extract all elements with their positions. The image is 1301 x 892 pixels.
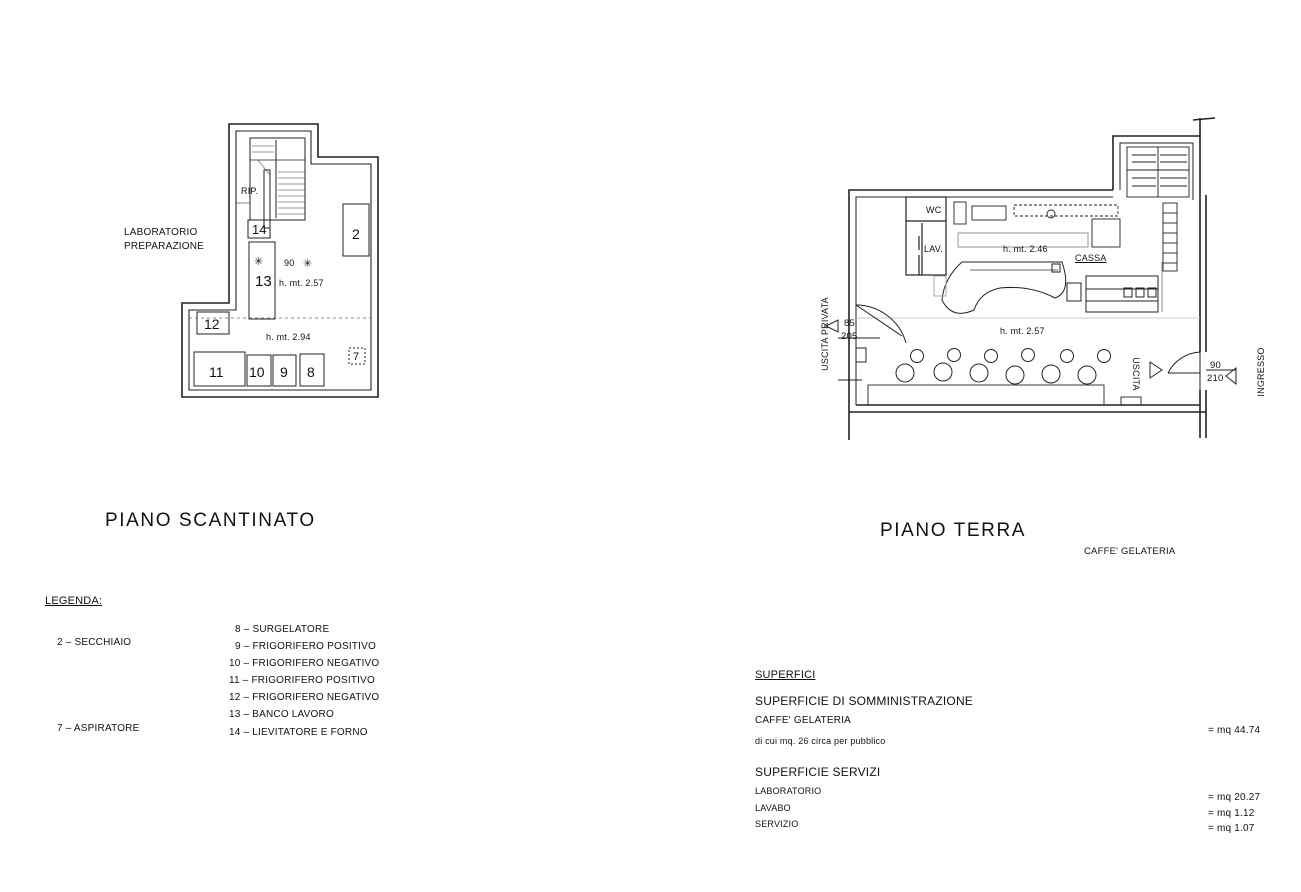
ground-subtitle: CAFFE' GELATERIA [1084,546,1176,557]
table [1041,364,1061,384]
table [1021,348,1035,362]
basement-room-label-1: LABORATORIO [124,227,198,238]
wc-block [905,196,947,276]
basement-outer-wall [181,123,379,398]
ground-height-back: h. mt. 2.46 [1003,244,1048,254]
service-name: LABORATORIO [755,786,822,796]
item-10-label: 10 [249,364,265,380]
ground-title: PIANO TERRA [880,520,1027,541]
legend-item: 14 – LIEVITATORE E FORNO [229,727,368,738]
service-value: = mq 20.27 [1208,792,1261,803]
legend-heading: LEGENDA: [45,595,103,607]
lav-label: LAV. [924,244,943,254]
legend-item: 10 – FRIGORIFERO NEGATIVO [229,658,380,669]
basement-floor-plan: ✳ ✳ 2 14 13 12 11 10 9 8 7 [181,123,379,398]
item-8-blast-freezer [299,353,325,387]
entrance-label: INGRESSO [1256,347,1266,397]
table [1005,365,1025,385]
item-10-freezer [246,354,272,387]
private-exit-label: USCITA PRIVATA [820,297,830,371]
legend-item: 7 – ASPIRATORE [57,723,140,734]
item-9-fridge [272,354,297,387]
cassa-label: CASSA [1075,253,1107,263]
basement-title: PIANO SCANTINATO [105,510,316,531]
private-door-height: 205 [841,331,858,342]
basement-rip-label: RIP. [241,186,259,196]
svg-text:✳: ✳ [303,258,312,270]
table [969,363,989,383]
table [1077,365,1097,385]
service-area-title: SUPERFICIE DI SOMMINISTRAZIONE [755,694,974,708]
wc-label: WC [926,205,942,215]
item-13-workbench [248,241,276,320]
ground-outer-wall [848,189,1113,440]
legend-item: 8 – SURGELATORE [235,624,330,635]
table [910,349,924,363]
service-area-value: = mq 44.74 [1208,725,1261,736]
table [933,362,953,382]
basement-height-upper: h. mt. 2.57 [279,278,324,288]
item-11-fridge [193,351,246,387]
exit-label: USCITA [1131,357,1141,391]
private-door-width: 85 [844,318,855,329]
ground-height-front: h. mt. 2.57 [1000,326,1045,336]
item-7-label: 7 [353,351,359,363]
ground-floor-plan [824,117,1237,440]
table [984,349,998,363]
item-12-freezer [196,311,230,335]
service-area-name: CAFFE' GELATERIA [755,715,852,726]
item-14-oven [247,219,271,239]
bar-counter [941,261,1067,314]
entrance-door-height: 210 [1207,373,1224,384]
item-7-extractor [348,347,366,365]
legend-item: 11 – FRIGORIFERO POSITIVO [229,675,375,686]
basement-height-lower: h. mt. 2.94 [266,332,311,342]
item-2-sink [342,203,370,257]
table [895,363,915,383]
service-area-note: di cui mq. 26 circa per pubblico [755,736,886,746]
service-value: = mq 1.12 [1208,808,1255,819]
legend-item: 2 – SECCHIAIO [57,637,132,648]
legend-item: 13 – BANCO LAVORO [229,709,334,720]
areas-heading: SUPERFICI [755,669,816,681]
basement-inner-wall [188,130,372,391]
entrance-door-width: 90 [1210,360,1221,371]
service-value: = mq 1.07 [1208,823,1255,834]
item-12-label: 12 [204,316,220,332]
legend-item: 12 – FRIGORIFERO NEGATIVO [229,692,380,703]
item-8-label: 8 [307,364,315,380]
ground-stair-tower [1112,135,1201,200]
legend-item: 9 – FRIGORIFERO POSITIVO [235,641,376,652]
services-title: SUPERFICIE SERVIZI [755,765,881,779]
table [947,348,961,362]
item-9-label: 9 [280,364,288,380]
item-2-label: 2 [352,226,360,242]
service-name: SERVIZIO [755,819,799,829]
svg-text:✳: ✳ [254,256,263,268]
item-13-label: 13 [255,273,272,290]
table [1060,349,1074,363]
basement-stair [249,137,306,221]
basement-room-label-2: PREPARAZIONE [124,241,205,252]
service-name: LAVABO [755,803,791,813]
table [1097,349,1111,363]
item-14-label: 14 [252,222,266,237]
basement-door-90: 90 [284,258,295,268]
item-11-label: 11 [209,364,224,380]
